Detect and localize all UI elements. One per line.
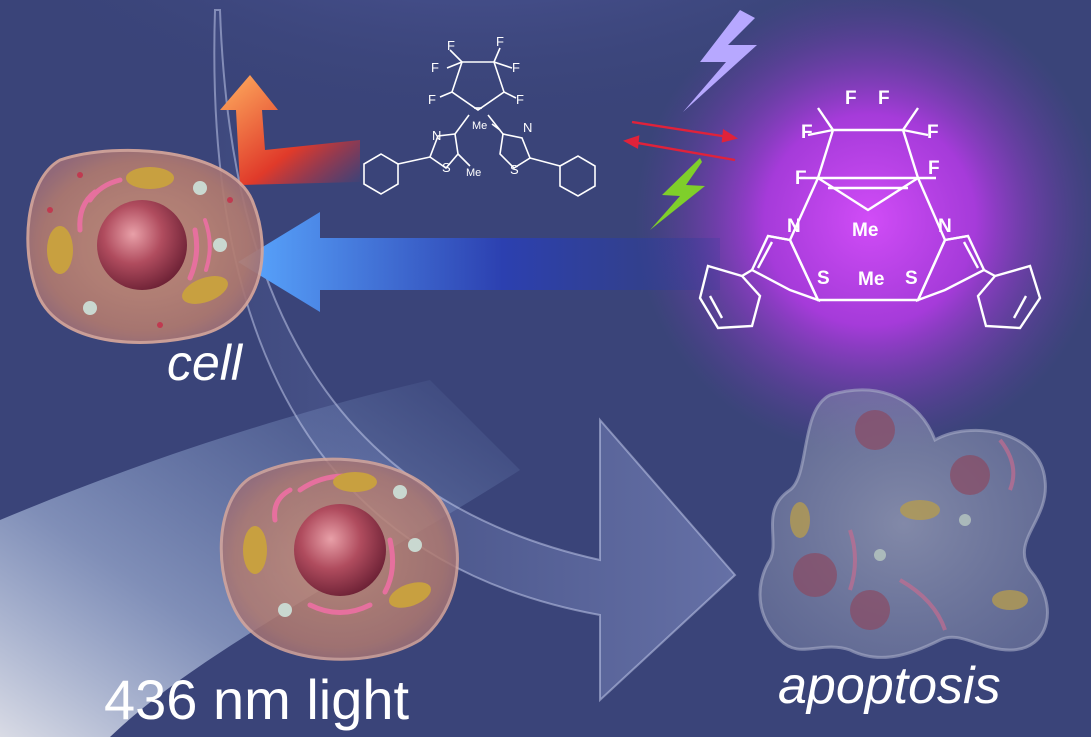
open-form-atom-labels: F F F F F F N N S S Me Me xyxy=(428,34,532,179)
atom-f: F xyxy=(927,122,939,143)
uv-light-bolt-icon xyxy=(683,10,757,112)
visible-light-bolt-icon xyxy=(650,158,705,230)
atom-f: F xyxy=(878,88,890,109)
atom-s: S xyxy=(510,162,519,177)
atom-f: F xyxy=(845,88,857,109)
cell-label: cell xyxy=(167,335,243,391)
mitochondrion xyxy=(47,226,73,274)
atom-me: Me xyxy=(858,269,884,290)
atom-f: F xyxy=(928,158,940,179)
apoptotic-cell xyxy=(758,388,1049,659)
blue-arrow xyxy=(238,212,720,312)
mitochondrion xyxy=(243,526,267,574)
atom-f: F xyxy=(496,34,504,49)
atom-f: F xyxy=(431,60,439,75)
atom-n: N xyxy=(523,120,532,135)
nucleus xyxy=(97,200,187,290)
atom-f: F xyxy=(801,122,813,143)
atom-n: N xyxy=(938,216,952,237)
atom-f: F xyxy=(447,38,455,53)
emission-arrow xyxy=(220,75,360,185)
mitochondrion xyxy=(333,472,377,492)
atom-n: N xyxy=(787,216,801,237)
mitochondrion xyxy=(388,582,432,608)
closed-form-atom-labels: F F F F F F N N S S Me Me xyxy=(787,88,952,290)
atom-n: N xyxy=(432,128,441,143)
atom-s: S xyxy=(442,160,451,175)
atom-s: S xyxy=(905,268,918,289)
atom-me: Me xyxy=(472,120,487,132)
mitochondrion xyxy=(126,167,174,189)
atom-me: Me xyxy=(466,167,481,179)
closed-form-glow xyxy=(635,0,1091,455)
equilibrium-arrows xyxy=(623,120,739,162)
irradiated-cell xyxy=(219,457,459,661)
closed-form-molecule xyxy=(698,107,1042,330)
nucleus xyxy=(294,504,386,596)
atom-f: F xyxy=(795,168,807,189)
open-form-molecule xyxy=(363,47,596,197)
atom-s: S xyxy=(817,268,830,289)
light-wavelength-label: 436 nm light xyxy=(104,668,410,731)
mitochondrion xyxy=(182,276,228,304)
apoptosis-label: apoptosis xyxy=(778,657,1001,715)
atom-me: Me xyxy=(852,220,878,241)
healthy-cell xyxy=(26,148,264,344)
atom-f: F xyxy=(428,92,436,107)
atom-f: F xyxy=(516,92,524,107)
atom-f: F xyxy=(512,60,520,75)
